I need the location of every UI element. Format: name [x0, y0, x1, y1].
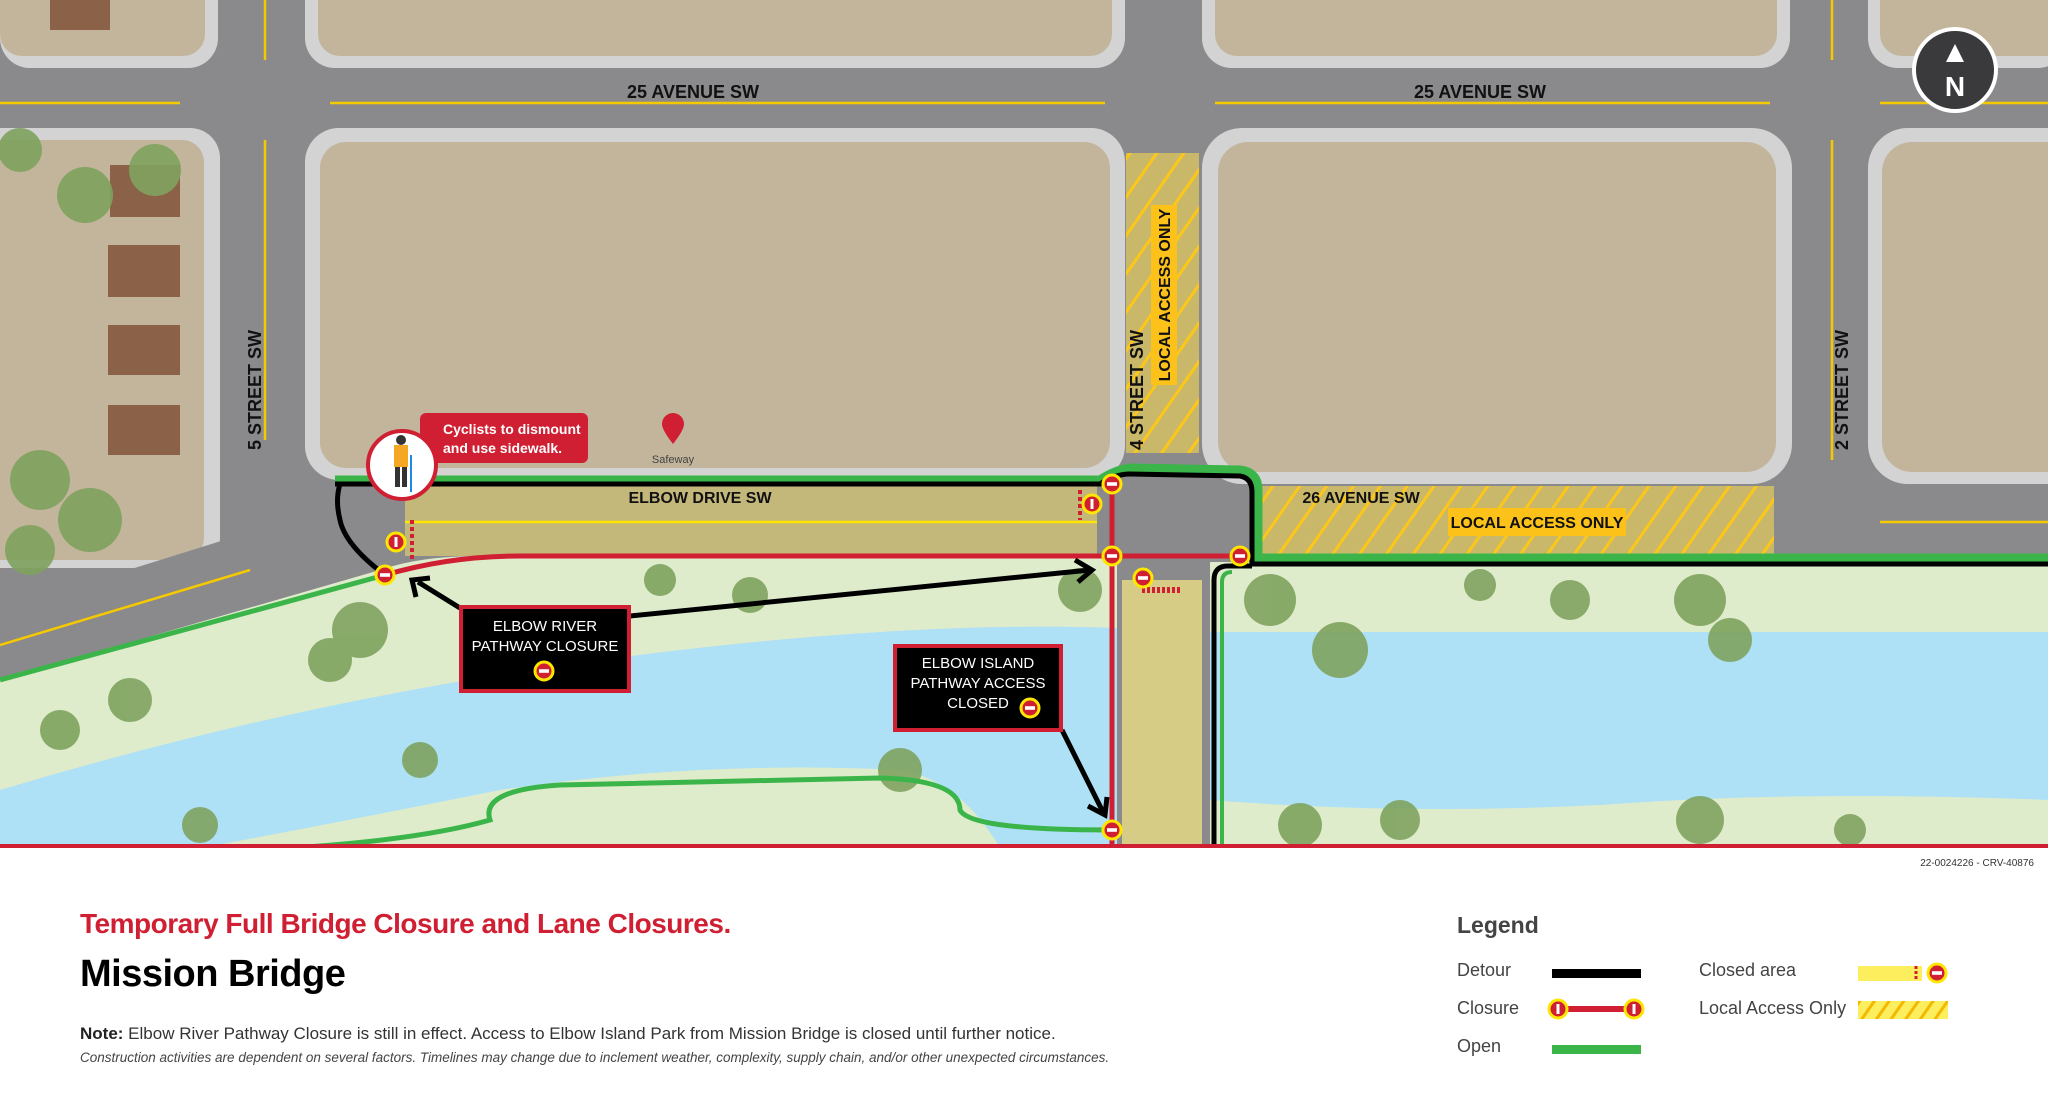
street-label-25-avenue-east: 25 AVENUE SW [1414, 82, 1546, 102]
legend-label-closed-area: Closed area [1699, 960, 1797, 980]
document-code: 22-0024226 - CRV-40876 [1920, 858, 2034, 869]
local-access-label-4-street: LOCAL ACCESS ONLY [1157, 208, 1174, 381]
road-diagonal [0, 510, 320, 680]
detour-route-bridge [1211, 563, 1252, 848]
trees [0, 128, 1866, 847]
local-access-label-26-avenue: LOCAL ACCESS ONLY [1451, 515, 1624, 532]
legend-label-closure: Closure [1457, 998, 1520, 1018]
street-label-25-avenue-west: 25 AVENUE SW [627, 82, 759, 102]
mission-bridge-closed [1122, 580, 1202, 848]
legend-swatch-closed-area [1858, 962, 1948, 984]
street-label-elbow-drive: ELBOW DRIVE SW [628, 490, 772, 507]
legend-swatch-detour [1552, 969, 1641, 978]
closure-pathway [384, 553, 1240, 578]
open-route-park [289, 775, 1111, 848]
disclaimer: Construction activities are dependent on… [80, 1050, 1110, 1065]
street-label-2-street: 2 STREET SW [1832, 330, 1852, 450]
legend-label-open: Open [1457, 1036, 1502, 1056]
elbow-river-east [1210, 632, 2048, 809]
open-route-bridge [1220, 570, 1233, 848]
open-route-west [0, 572, 386, 683]
map-footer: 22-0024226 - CRV-40876 Temporary Full Br… [0, 848, 2048, 1105]
closure-subtitle: Temporary Full Bridge Closure and Lane C… [80, 908, 731, 939]
legend-swatch-closure [1547, 998, 1645, 1020]
callout-arrows [408, 557, 1110, 819]
north-arrow-icon: N [1912, 27, 1998, 113]
svg-text:N: N [1945, 71, 1965, 102]
legend-swatch-open [1552, 1045, 1641, 1054]
street-label-4-street: 4 STREET SW [1127, 330, 1147, 450]
lane-markings [0, 0, 2048, 647]
page-title: Mission Bridge [80, 953, 346, 995]
street-label-26-avenue: 26 AVENUE SW [1302, 490, 1420, 507]
elbow-river [0, 626, 1117, 848]
legend-label-detour: Detour [1457, 960, 1512, 980]
street-label-5-street: 5 STREET SW [245, 330, 265, 450]
city-blocks [0, 0, 2048, 568]
svg-text:Safeway: Safeway [652, 454, 695, 466]
detour-map: 25 AVENUE SW 25 AVENUE SW 5 STREET SW 4 … [0, 0, 2048, 848]
legend-label-local-access: Local Access Only [1699, 998, 1847, 1018]
legend-title: Legend [1457, 912, 1539, 938]
legend-swatch-local-access [1858, 1001, 1948, 1019]
closure-note: Note: Elbow River Pathway Closure is sti… [80, 1024, 1056, 1043]
safeway-pin[interactable]: Safeway [652, 413, 695, 466]
detour-route-west [335, 483, 387, 577]
